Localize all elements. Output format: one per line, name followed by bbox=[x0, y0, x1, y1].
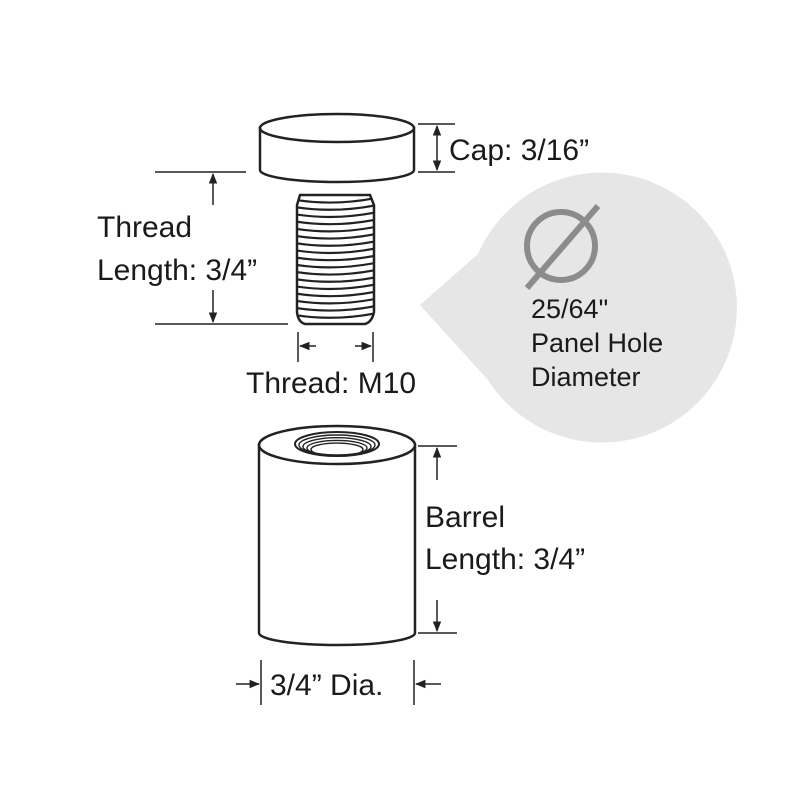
thread-length-dimension bbox=[155, 171, 288, 325]
thread-ridge bbox=[297, 283, 374, 291]
thread-ridge bbox=[297, 240, 374, 247]
thread-size-dimension bbox=[297, 332, 374, 362]
thread-ridge bbox=[297, 204, 374, 211]
thread-ridge bbox=[297, 268, 374, 276]
thread-ridge bbox=[297, 261, 374, 269]
diameter-symbol-icon bbox=[524, 204, 601, 290]
thread-ridge bbox=[297, 247, 374, 255]
thread-ridge bbox=[297, 218, 374, 226]
thread-ridge bbox=[297, 225, 374, 233]
barrel bbox=[257, 424, 417, 647]
thread-ridge bbox=[297, 297, 374, 305]
thread-length-label-line1: Thread bbox=[97, 211, 192, 244]
panel-hole-label-line3: Diameter bbox=[531, 362, 641, 392]
barrel-diameter-label: 3/4” Dia. bbox=[270, 669, 383, 702]
screw-thread bbox=[295, 193, 376, 326]
thread-ridge bbox=[297, 290, 374, 298]
thread-ridge bbox=[297, 276, 374, 283]
thread-ridge bbox=[297, 196, 374, 204]
thread-ridge bbox=[297, 211, 374, 219]
callout-bubble bbox=[420, 172, 737, 443]
screw-cap bbox=[258, 112, 416, 184]
barrel-diameter-dimension bbox=[236, 660, 441, 705]
barrel-length-dimension bbox=[418, 445, 457, 634]
panel-hole-value: 25/64" bbox=[531, 294, 608, 324]
panel-hole-callout: 25/64" Panel Hole Diameter bbox=[420, 172, 737, 443]
panel-hole-label-line2: Panel Hole bbox=[531, 328, 663, 358]
thread-size-label: Thread: M10 bbox=[246, 367, 416, 400]
thread-ridge bbox=[297, 312, 374, 319]
cap-dimension bbox=[418, 123, 455, 173]
thread-ridge bbox=[297, 232, 374, 240]
barrel-length-label-line2: Length: 3/4” bbox=[425, 543, 585, 576]
thread-length-label-line2: Length: 3/4” bbox=[97, 254, 257, 287]
cap-dimension-label: Cap: 3/16” bbox=[449, 134, 589, 167]
thread-ridge bbox=[297, 254, 374, 262]
thread-ridge bbox=[297, 304, 374, 312]
barrel-hole-thread bbox=[310, 442, 364, 457]
barrel-length-label-line1: Barrel bbox=[425, 501, 505, 534]
